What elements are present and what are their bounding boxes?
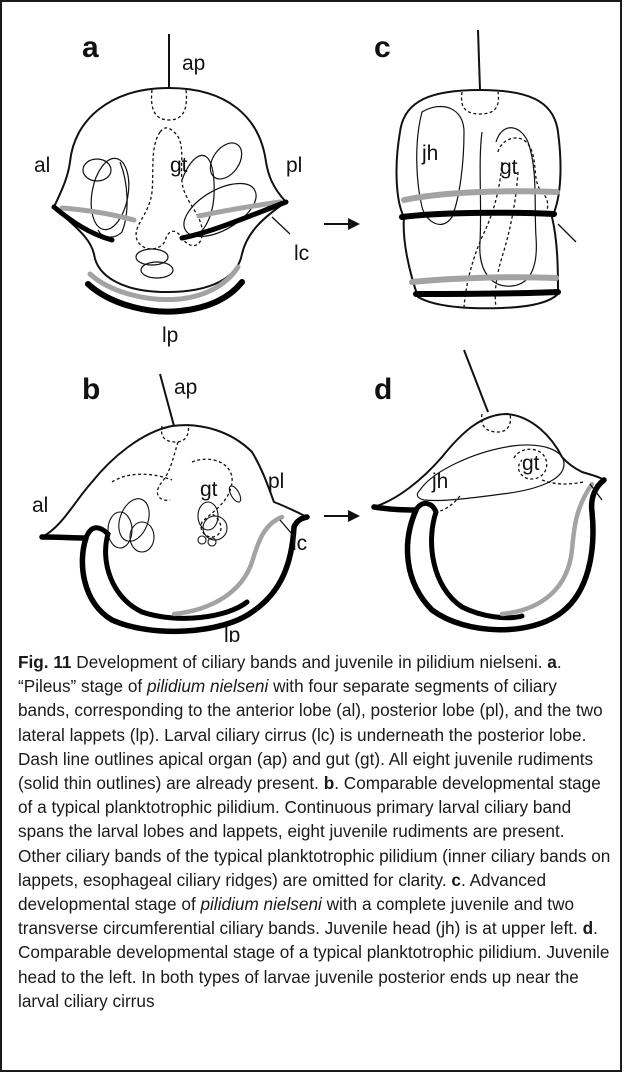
label-al: al bbox=[34, 154, 50, 177]
juvenile-rudiment bbox=[83, 159, 111, 181]
arrow-b-to-d bbox=[324, 510, 360, 522]
label-al: al bbox=[32, 494, 48, 517]
label-gt: gt bbox=[200, 478, 218, 501]
panel-d-letter: d bbox=[374, 373, 392, 406]
juvenile-head-outline bbox=[417, 106, 464, 224]
caption-species: pilidium nielseni bbox=[201, 894, 322, 914]
larva-body-outline bbox=[54, 88, 286, 292]
label-ap: ap bbox=[174, 376, 197, 399]
panel-b: b ap al gt pl bbox=[32, 373, 307, 642]
larval-cirrus bbox=[558, 224, 576, 242]
apical-tuft bbox=[478, 30, 480, 90]
label-gt: gt bbox=[170, 154, 188, 177]
apical-organ-outline bbox=[462, 92, 499, 114]
label-jh: jh bbox=[431, 470, 448, 493]
panel-c: c jh gt bbox=[374, 30, 576, 308]
label-lc: lc bbox=[294, 242, 309, 265]
arrow-a-to-c bbox=[324, 218, 360, 230]
caption-panel-b-letter: b bbox=[324, 773, 335, 793]
ciliary-band-gray bbox=[412, 277, 556, 282]
gut-outline bbox=[136, 128, 202, 249]
ciliary-band-black bbox=[416, 292, 558, 294]
label-pl: pl bbox=[286, 154, 302, 177]
figure-illustration: a bbox=[2, 2, 624, 642]
apical-tuft bbox=[160, 374, 174, 426]
panel-b-letter: b bbox=[82, 373, 100, 406]
panel-c-letter: c bbox=[374, 31, 391, 64]
apical-organ-outline bbox=[152, 90, 187, 120]
juvenile-rudiment bbox=[204, 137, 248, 185]
label-lp: lp bbox=[162, 324, 178, 347]
panel-d: d jh gt bbox=[374, 350, 604, 630]
ciliary-band-black bbox=[416, 503, 522, 617]
apical-tuft bbox=[464, 350, 488, 412]
larva-body-outline bbox=[374, 414, 604, 507]
caption-species: pilidium nielseni bbox=[147, 676, 268, 696]
ciliary-band-black bbox=[402, 213, 554, 217]
label-gt: gt bbox=[522, 452, 540, 475]
gut-outline bbox=[434, 449, 584, 512]
panel-a-letter: a bbox=[82, 31, 99, 64]
juvenile-rudiment bbox=[113, 495, 154, 546]
label-lp: lp bbox=[224, 624, 240, 642]
juvenile-body-outline bbox=[480, 128, 537, 286]
label-pl: pl bbox=[268, 470, 284, 493]
apical-organ-outline bbox=[482, 414, 511, 432]
caption-sentence: Development of ciliary bands and juvenil… bbox=[72, 652, 543, 672]
panel-a: a bbox=[34, 31, 309, 347]
label-gt: gt bbox=[500, 156, 518, 179]
juvenile-rudiment bbox=[98, 162, 127, 237]
label-ap: ap bbox=[182, 52, 205, 75]
caption-panel-c-letter: c bbox=[451, 870, 461, 890]
caption-fig-label: Fig. 11 bbox=[18, 652, 72, 672]
juvenile-rudiment bbox=[130, 522, 154, 552]
label-jh: jh bbox=[421, 142, 438, 165]
label-lc: lc bbox=[292, 532, 307, 555]
juvenile-rudiment bbox=[198, 536, 206, 544]
juvenile-rudiment bbox=[227, 484, 243, 504]
caption-panel-d-letter: d bbox=[583, 918, 594, 938]
caption-panel-a-letter: a bbox=[547, 652, 557, 672]
figure-caption: Fig. 11 Development of ciliary bands and… bbox=[18, 650, 612, 1013]
larval-cirrus bbox=[280, 520, 292, 534]
larval-cirrus bbox=[272, 217, 290, 234]
